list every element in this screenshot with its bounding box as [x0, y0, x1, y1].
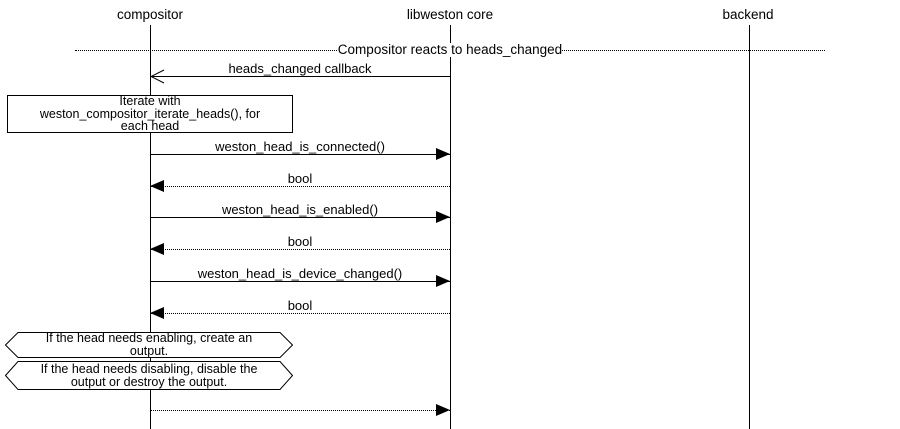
note-line: If the head needs enabling, create an — [45, 331, 253, 345]
filled-arrowhead-left-icon — [150, 307, 164, 319]
actor-label-backend: backend — [722, 7, 774, 22]
note-line: weston_compositor_iterate_heads(), for — [39, 106, 261, 121]
message-label-bool-3: bool — [287, 298, 313, 313]
hexagon-border — [5, 332, 293, 358]
filled-arrowhead-right-icon — [436, 148, 450, 160]
message-line-weston-head-is-device-changed — [150, 281, 450, 282]
hexagon-note-disable-output: If the head needs disabling, disable the… — [5, 361, 293, 390]
note-box-iterate-heads: Iterate with weston_compositor_iterate_h… — [7, 95, 293, 133]
message-line-weston-head-is-enabled — [150, 217, 450, 218]
filled-arrowhead-right-icon — [436, 404, 450, 416]
message-line-final-return — [150, 410, 450, 411]
message-line-heads-changed-callback — [150, 76, 450, 77]
actor-label-compositor: compositor — [116, 7, 184, 22]
message-label-weston-head-is-connected: weston_head_is_connected() — [215, 139, 385, 154]
filled-arrowhead-right-icon — [436, 211, 450, 223]
note-line: If the head needs disabling, disable the — [40, 361, 258, 376]
message-label-weston-head-is-enabled: weston_head_is_enabled() — [221, 202, 379, 217]
message-label-bool-2: bool — [287, 234, 313, 249]
filled-arrowhead-left-icon — [150, 243, 164, 255]
open-arrowhead-icon — [150, 69, 165, 84]
message-line-bool-2 — [150, 249, 450, 250]
filled-arrowhead-right-icon — [436, 275, 450, 287]
hexagon-note-enable-output: If the head needs enabling, create an ou… — [5, 332, 293, 358]
filled-arrowhead-left-icon — [150, 180, 164, 192]
lifeline-compositor — [150, 25, 151, 429]
message-label-heads-changed-callback: heads_changed callback — [228, 61, 372, 76]
note-line: output or destroy the output. — [70, 374, 228, 389]
note-line: Iterate with — [119, 94, 181, 109]
message-line-bool-3 — [150, 313, 450, 314]
note-line: each head — [120, 119, 180, 134]
message-label-bool-1: bool — [287, 171, 313, 186]
message-label-weston-head-is-device-changed: weston_head_is_device_changed() — [197, 266, 403, 281]
note-line: output. — [129, 344, 169, 358]
hexagon-border — [5, 361, 293, 390]
lifeline-backend — [749, 25, 750, 429]
actor-label-libweston-core: libweston core — [406, 7, 494, 22]
lifeline-libweston-core — [450, 25, 451, 429]
message-line-weston-head-is-connected — [150, 154, 450, 155]
message-line-bool-1 — [150, 186, 450, 187]
divider-title: Compositor reacts to heads_changed — [337, 42, 563, 57]
